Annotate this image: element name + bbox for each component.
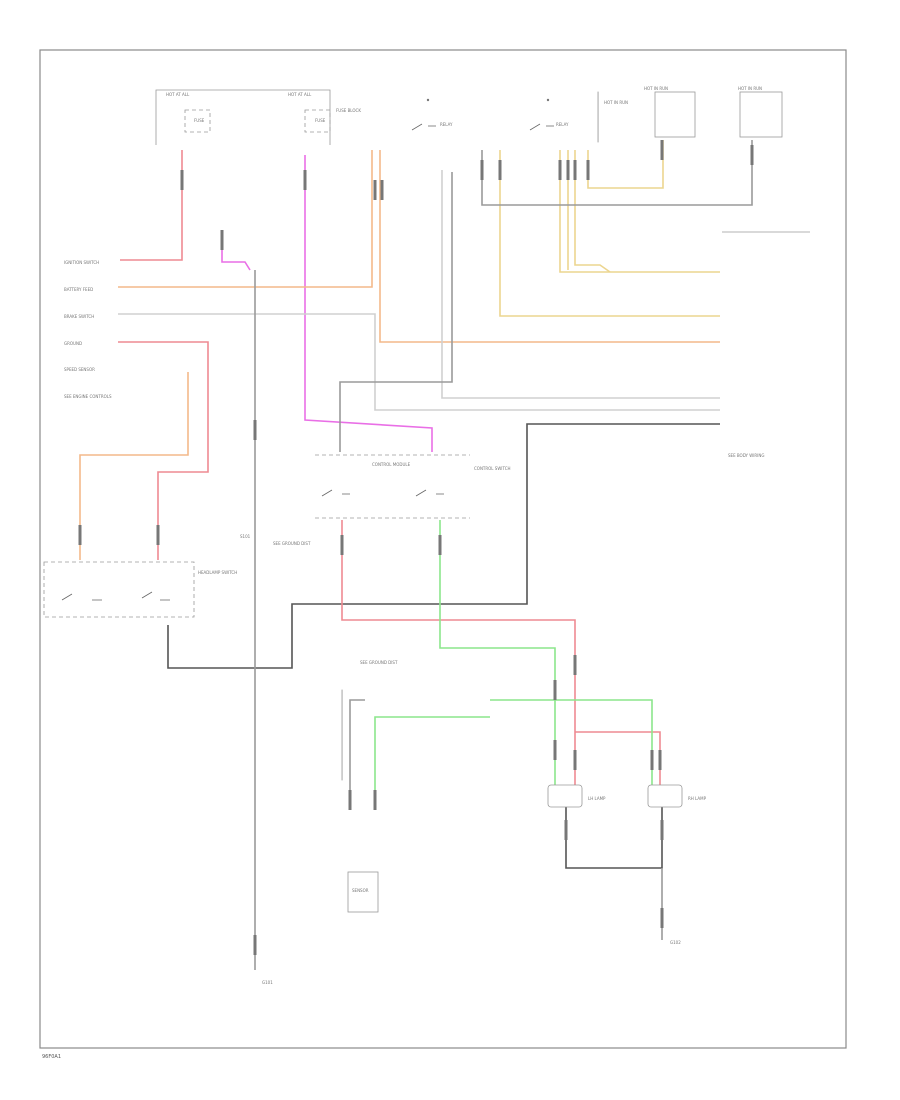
wire-gray-13 — [339, 172, 453, 452]
connector-mark-4 — [380, 180, 384, 200]
ground-b-label: G102 — [670, 940, 681, 945]
connector-mark-5 — [253, 420, 257, 440]
wire-orange-3 — [118, 150, 373, 288]
fuse-block: HOT AT ALL HOT AT ALL FUSE FUSE FUSE BLO… — [155, 89, 361, 145]
fuse-b-label: FUSE — [315, 118, 326, 123]
splice-label: S101 — [240, 534, 251, 539]
connector-mark-8 — [566, 160, 570, 180]
ground-group: G101 G102 — [262, 940, 681, 985]
relay-group: RELAY RELAY HOT IN RUN HOT IN RUN HOT IN… — [411, 86, 783, 143]
wire-lightgray-11 — [118, 313, 720, 411]
connector-mark-0 — [180, 170, 184, 190]
wire-yellow-9 — [587, 140, 664, 189]
ground-a-label: G101 — [262, 980, 273, 985]
lh-lamp-label: LH LAMP — [588, 796, 606, 801]
connector-mark-18 — [553, 680, 557, 700]
connector-mark-14 — [78, 525, 82, 545]
splice-note: SEE GROUND DIST — [273, 541, 311, 546]
wire-yellow-6 — [559, 150, 720, 273]
input-label-5: SPEED SENSOR — [64, 367, 95, 372]
relay-block-label: HOT IN RUN — [604, 100, 628, 105]
wire-pink-2 — [304, 155, 433, 452]
connector-mark-9 — [573, 160, 577, 180]
wire-group — [78, 140, 754, 970]
wire-black-24 — [565, 807, 663, 869]
rh-lamp-label: RH LAMP — [688, 796, 707, 801]
wire-red-15 — [118, 341, 209, 560]
wire-gray-10 — [481, 140, 753, 206]
connector-mark-17 — [438, 535, 442, 555]
connector-mark-23 — [658, 750, 662, 770]
wire-yellow-5 — [499, 150, 720, 317]
sensor-label: SENSOR — [352, 888, 369, 893]
relay-block-label-2: HOT IN RUN — [644, 86, 668, 91]
connector-mark-1 — [220, 230, 224, 250]
wire-gray-23 — [349, 699, 365, 800]
connector-mark-22 — [650, 750, 654, 770]
connector-mark-16 — [340, 535, 344, 555]
connector-mark-7 — [558, 160, 562, 180]
fuse-block-label: FUSE BLOCK — [336, 108, 361, 113]
left-note: SEE ENGINE CONTROLS — [64, 394, 112, 399]
lower-connector: SEE GROUND DIST SENSOR — [341, 660, 398, 913]
connector-mark-21 — [573, 750, 577, 770]
connector-mark-3 — [373, 180, 377, 200]
lamp-group: LH LAMP RH LAMP — [547, 784, 707, 808]
connector-mark-12 — [660, 140, 664, 160]
connector-mark-15 — [156, 525, 160, 545]
diagram-frame — [39, 49, 847, 1049]
wire-pink-1 — [221, 230, 251, 271]
connector-mark-10 — [586, 160, 590, 180]
connector-mark-24 — [348, 790, 352, 810]
input-label-1: IGNITION SWITCH — [64, 260, 99, 265]
headlamp-switch-label: HEADLAMP SWITCH — [198, 570, 237, 575]
connector-mark-27 — [660, 820, 664, 840]
connector-mark-25 — [373, 790, 377, 810]
right-ref-label: SEE BODY WIRING — [728, 453, 764, 458]
fuse-a-label: FUSE — [194, 118, 205, 123]
connector-mark-2 — [303, 170, 307, 190]
relay-a-label: RELAY — [440, 122, 453, 127]
connector-mark-28 — [660, 908, 664, 928]
module-label-2: CONTROL SWITCH — [474, 466, 511, 471]
wire-lightgray-12 — [441, 170, 720, 399]
relay-b-label: RELAY — [556, 122, 569, 127]
input-label-2: BATTERY FEED — [64, 287, 93, 292]
hot-label-1: HOT AT ALL — [166, 92, 190, 97]
left-switch-box: HEADLAMP SWITCH — [43, 561, 237, 618]
connector-mark-26 — [564, 820, 568, 840]
connector-mark-13 — [750, 145, 754, 165]
connector-mark-20 — [553, 740, 557, 760]
connector-note: SEE GROUND DIST — [360, 660, 398, 665]
input-labels: IGNITION SWITCH BATTERY FEED BRAKE SWITC… — [64, 260, 112, 399]
wire-red-19 — [575, 731, 661, 785]
wire-red-0 — [120, 150, 183, 261]
connector-mark-19 — [573, 655, 577, 675]
module-label: CONTROL MODULE — [372, 462, 411, 467]
wire-yellow-8 — [574, 150, 611, 273]
wire-black-14 — [167, 423, 720, 669]
input-label-4: GROUND — [64, 341, 82, 346]
relay-block-label-3: HOT IN RUN — [738, 86, 762, 91]
connector-mark-29 — [253, 935, 257, 955]
wire-orange-16 — [79, 372, 189, 560]
diagram-id: 96F0A1 — [42, 1054, 61, 1060]
wire-orange-4 — [379, 150, 720, 343]
control-module: CONTROL MODULE CONTROL SWITCH — [315, 454, 511, 519]
wire-red-18 — [341, 520, 576, 785]
connector-mark-11 — [480, 160, 484, 180]
input-label-3: BRAKE SWITCH — [64, 314, 94, 319]
connector-mark-6 — [498, 160, 502, 180]
wire-green-20 — [439, 520, 556, 785]
hot-label-2: HOT AT ALL — [288, 92, 312, 97]
wire-green-22 — [490, 699, 653, 785]
wire-green-21 — [374, 716, 490, 800]
